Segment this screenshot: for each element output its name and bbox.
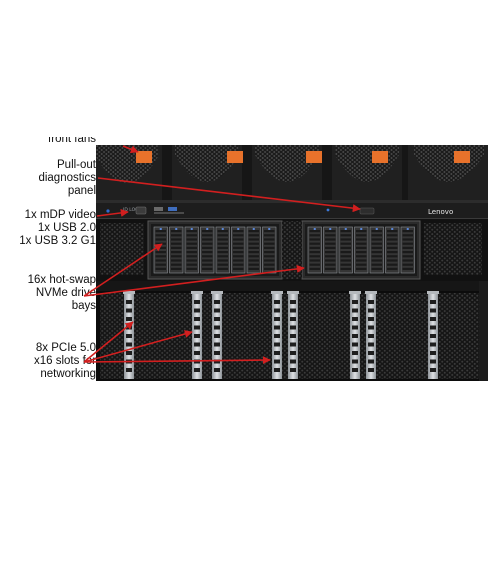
air-vent [100,223,144,275]
label-line: bays [71,300,96,312]
pcie-slot-bracket[interactable] [349,291,361,379]
drive-bay[interactable] [369,226,384,274]
label-front-fans-partial: front fans [48,137,96,145]
label-line: NVMe drive [35,287,96,299]
drive-bay[interactable] [169,226,184,274]
mdp-port[interactable] [135,206,147,215]
fan-release-tab [306,151,322,163]
drive-bay[interactable] [400,226,415,274]
drive-section [96,219,488,281]
usb-port[interactable] [168,207,177,211]
label-diagnostics-panel: Pull-out diagnostics panel [38,159,96,198]
pcie-section [96,281,488,381]
pcie-slot-bracket[interactable] [287,291,299,379]
fan-release-tab [136,151,152,163]
drive-bay[interactable] [323,226,338,274]
label-line: x16 slots for [34,355,96,367]
fan-release-tab [227,151,243,163]
fan-module [408,145,488,203]
label-line: diagnostics [38,172,96,184]
drive-bay[interactable] [262,226,277,274]
server-front-image: ID LOC Lenovo [96,145,488,381]
front-control-bar: ID LOC Lenovo [96,203,488,219]
fan-module [172,145,243,203]
brand-logo: Lenovo [428,208,453,216]
air-vent [424,223,482,275]
status-led [106,209,110,213]
fan-module [252,145,322,203]
drive-bay[interactable] [246,226,261,274]
label-line: 16x hot-swap [27,274,96,286]
fan-module [96,145,162,203]
fan-row [96,145,488,203]
label-line: 1x USB 3.2 G1 [19,235,96,247]
drive-bay[interactable] [338,226,353,274]
drive-bay[interactable] [200,226,215,274]
label-line: 1x mDP video [24,209,96,221]
label-line: 1x USB 2.0 [37,222,96,234]
label-line: panel [67,185,96,197]
drive-bay[interactable] [307,226,322,274]
pcie-slot-bracket[interactable] [271,291,283,379]
drive-bay[interactable] [184,226,199,274]
label-line: Pull-out [57,159,96,171]
fan-release-tab [372,151,388,163]
drive-bay[interactable] [231,226,246,274]
fan-release-tab [454,151,470,163]
label-line: networking [40,368,96,380]
pcie-slot-bracket[interactable] [427,291,439,379]
drive-bay[interactable] [385,226,400,274]
fan-module [332,145,402,203]
drive-bay[interactable] [153,226,168,274]
label-line: 8x PCIe 5.0 [35,342,96,354]
label-front-ports: 1x mDP video 1x USB 2.0 1x USB 3.2 G1 [19,209,96,248]
drive-bay[interactable] [354,226,369,274]
label-pcie-slots: 8x PCIe 5.0 x16 slots for networking [34,342,96,381]
pcie-slot-bracket[interactable] [365,291,377,379]
port-tag: ID LOC [123,207,138,213]
pcie-slot-bracket[interactable] [211,291,223,379]
pcie-slot-bracket[interactable] [123,291,135,379]
diagnostics-panel-handle[interactable] [359,207,375,215]
drive-bay[interactable] [215,226,230,274]
pcie-slot-bracket[interactable] [191,291,203,379]
usb-port[interactable] [154,207,163,211]
label-drive-bays: 16x hot-swap NVMe drive bays [28,274,96,313]
